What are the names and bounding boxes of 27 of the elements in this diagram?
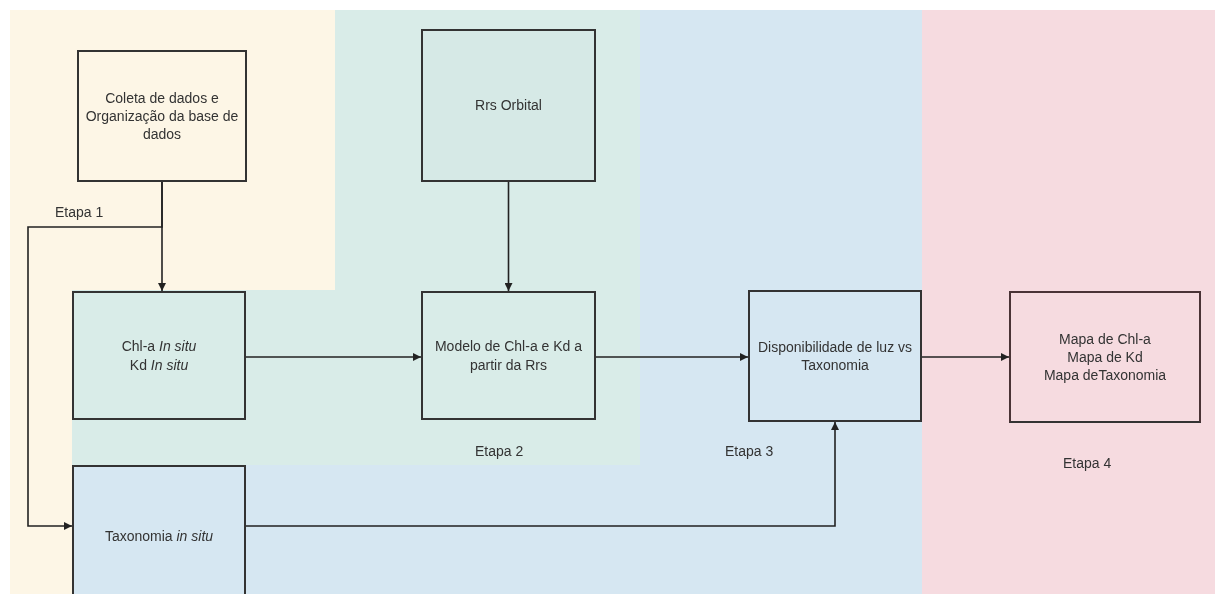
arrow: [245, 421, 839, 527]
box-text: Chl-a In situ: [121, 337, 197, 356]
stage-label: Etapa 2: [475, 443, 524, 459]
process-box: [421, 291, 596, 420]
process-box: [1009, 291, 1201, 423]
stage-label: Etapa 1: [55, 204, 104, 220]
box-text: Kd In situ: [129, 355, 189, 374]
stage-label: Etapa 3: [725, 443, 774, 459]
box-text: Coleta de dados e Organização da base de dados: [84, 88, 240, 144]
process-box: [77, 50, 247, 182]
process-box: [72, 291, 246, 420]
stage-label: Etapa 4: [1063, 455, 1112, 471]
arrow: [245, 353, 422, 361]
box-text: Mapa de Kd: [1067, 347, 1143, 367]
box-text: Mapa de Chl-a: [1059, 329, 1151, 348]
process-box: [421, 29, 596, 182]
box-text: Rrs Orbital: [475, 96, 542, 115]
arrow: [27, 181, 163, 530]
arrow: [504, 181, 513, 292]
process-box: [72, 465, 246, 594]
arrow: [921, 353, 1010, 361]
box-text: Disponibilidade de luz vs Taxonomia: [756, 337, 914, 375]
process-box: [748, 290, 922, 422]
box-text: Modelo de Chl-a e Kd a partir da Rrs: [433, 337, 584, 374]
arrow: [595, 353, 749, 361]
box-text: Mapa deTaxonomia: [1043, 366, 1167, 385]
box-text: Taxonomia in situ: [104, 526, 214, 546]
